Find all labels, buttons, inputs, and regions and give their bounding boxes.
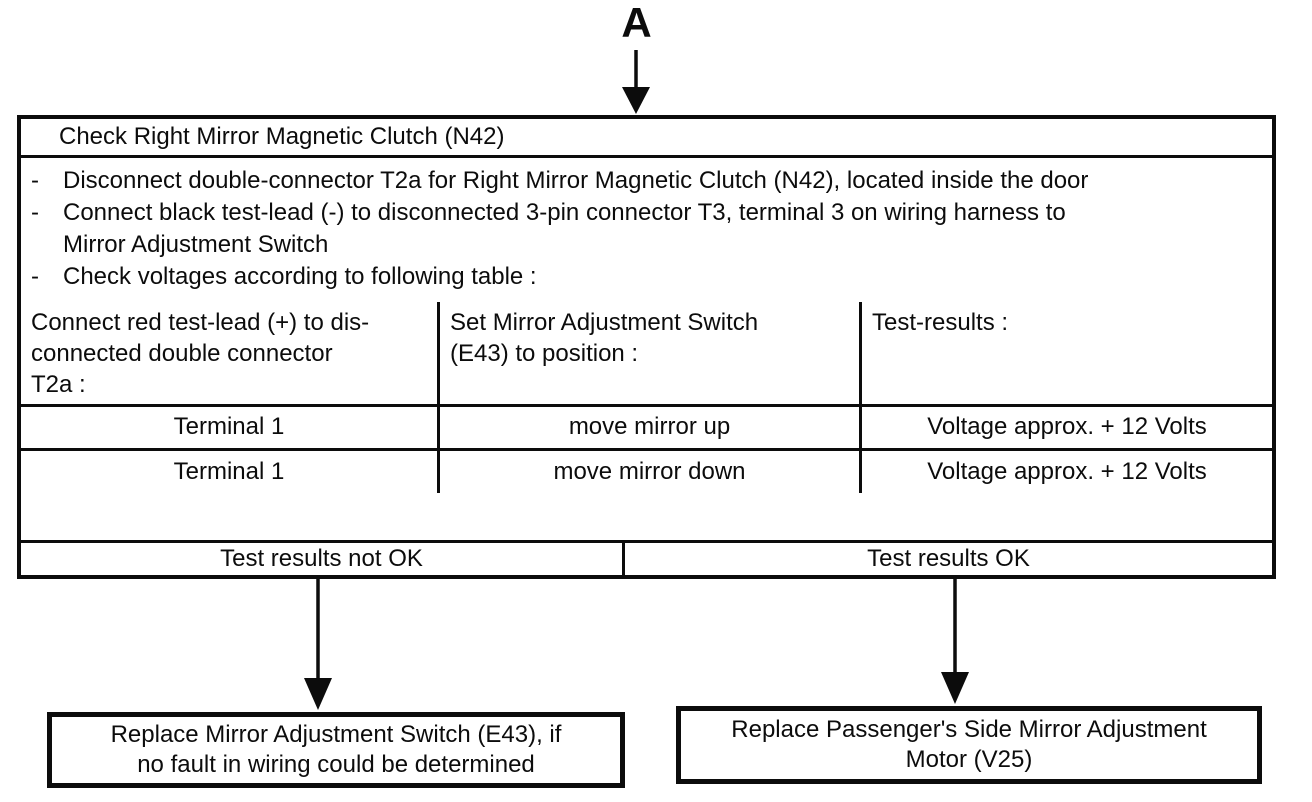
instruction-item: - Disconnect double-connector T2a for Ri… — [31, 165, 1264, 197]
results-row: Test results not OK Test results OK — [21, 540, 1272, 575]
header-cell-red-lead: Connect red test-lead (+) to dis- connec… — [21, 302, 440, 404]
instruction-item: - Connect black test-lead (-) to disconn… — [31, 197, 1264, 261]
header-cell-switch-position: Set Mirror Adjustment Switch (E43) to po… — [440, 302, 862, 404]
instruction-text: Check voltages according to following ta… — [63, 263, 537, 290]
arrow-head-icon — [941, 672, 969, 704]
outcome-line: Replace Passenger's Side Mirror Adjustme… — [731, 716, 1207, 743]
check-step-box: Check Right Mirror Magnetic Clutch (N42)… — [17, 115, 1276, 579]
arrow-down-ok — [941, 577, 969, 704]
bullet-dash: - — [31, 199, 39, 226]
outcome-line: Motor (V25) — [905, 746, 1033, 773]
header-line: connected double connector — [31, 340, 333, 367]
outcome-line: no fault in wiring could be determined — [137, 751, 535, 778]
instruction-text: Connect black test-lead (-) to disconnec… — [63, 197, 1264, 261]
header-cell-test-results: Test-results : — [862, 302, 1272, 404]
table-row: Terminal 1 move mirror down Voltage appr… — [21, 448, 1272, 493]
instruction-line: Mirror Adjustment Switch — [63, 231, 329, 258]
instructions-list: - Disconnect double-connector T2a for Ri… — [31, 165, 1264, 293]
cell-switch-position: move mirror up — [440, 407, 862, 448]
arrow-down-not-ok — [304, 579, 332, 710]
instruction-line: Connect black test-lead (-) to disconnec… — [63, 199, 1066, 226]
arrow-head-icon — [304, 678, 332, 710]
arrow-head-icon — [622, 87, 650, 114]
outcome-box-not-ok: Replace Mirror Adjustment Switch (E43), … — [47, 712, 625, 788]
header-line: T2a : — [31, 371, 86, 398]
cell-voltage: Voltage approx. + 12 Volts — [927, 458, 1207, 485]
instruction-item: - Check voltages according to following … — [31, 261, 1264, 293]
connector-label-a: A — [621, 0, 653, 46]
header-line: Test-results : — [872, 309, 1009, 336]
result-branch-not-ok: Test results not OK — [21, 543, 625, 575]
outcome-box-ok: Replace Passenger's Side Mirror Adjustme… — [676, 706, 1262, 784]
bullet-dash: - — [31, 167, 39, 194]
step-title: Check Right Mirror Magnetic Clutch (N42) — [21, 119, 1272, 158]
cell-voltage: Voltage approx. + 12 Volts — [927, 413, 1207, 440]
table-row: Terminal 1 move mirror up Voltage approx… — [21, 404, 1272, 448]
cell-terminal: Terminal 1 — [21, 407, 440, 448]
header-line: Connect red test-lead (+) to dis- — [31, 309, 370, 336]
header-line: (E43) to position : — [450, 340, 639, 367]
outcome-line: Replace Mirror Adjustment Switch (E43), … — [110, 721, 562, 748]
cell-terminal: Terminal 1 — [21, 451, 440, 493]
instruction-text: Disconnect double-connector T2a for Righ… — [63, 167, 1089, 194]
arrow-down-from-a — [622, 50, 650, 114]
header-line: Set Mirror Adjustment Switch — [450, 309, 759, 336]
bullet-dash: - — [31, 263, 39, 290]
cell-switch-position: move mirror down — [440, 451, 862, 493]
result-branch-ok: Test results OK — [867, 545, 1030, 572]
voltage-table-header: Connect red test-lead (+) to dis- connec… — [21, 302, 1272, 404]
